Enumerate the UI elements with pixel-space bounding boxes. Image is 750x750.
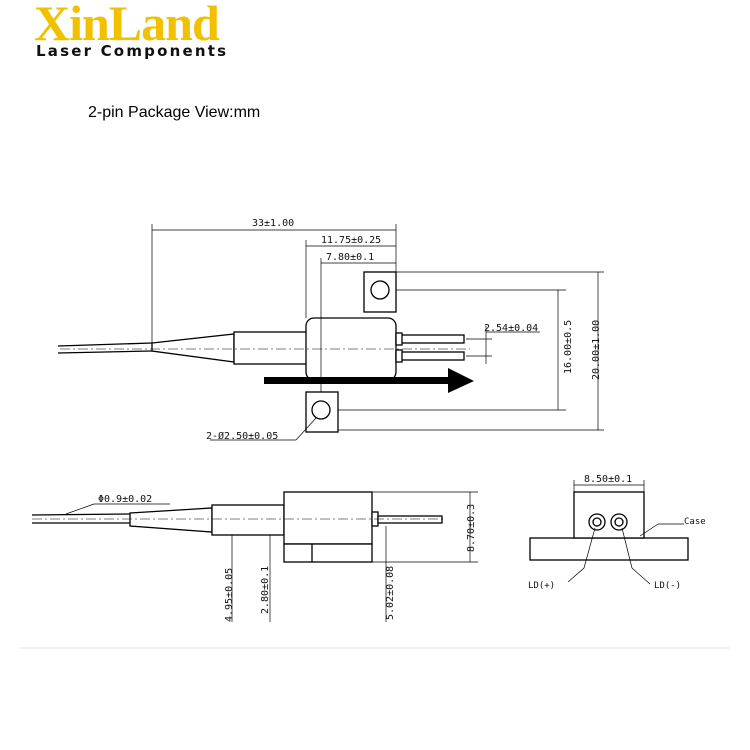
fiber-line-top <box>31 513 131 516</box>
pin-ld-plus-inner <box>592 517 602 527</box>
dim-fiber-diameter: Φ0.9±0.02 <box>98 494 152 505</box>
laser-body <box>283 491 373 545</box>
end-flange <box>529 537 689 561</box>
fiber-line-top <box>57 342 153 347</box>
end-body <box>573 491 645 539</box>
dim-pin-height: 5.02±0.08 <box>385 566 396 620</box>
dim-flange-width: 7.80±0.1 <box>326 252 374 263</box>
pin-ld-minus-inner <box>614 517 624 527</box>
dim-flange-length: 20.00±1.00 <box>591 320 602 380</box>
pin-2-collar <box>395 349 403 363</box>
dim-end-width: 8.50±0.1 <box>584 474 632 485</box>
flange-base <box>283 543 373 563</box>
logo: XinLand Laser Components <box>34 0 274 62</box>
dim-pin-pitch: 2.54±0.04 <box>484 323 538 334</box>
pin-ld-plus <box>588 513 606 531</box>
side-view: Φ0.9±0.02 8.70±0.3 4.95±0.05 2.80±0.1 5.… <box>31 491 478 622</box>
label-ld-plus: LD(+) <box>528 581 555 591</box>
boot-sleeve <box>233 331 309 365</box>
dim-body-offset: 2.80±0.1 <box>260 566 271 614</box>
leader-line <box>621 527 651 585</box>
pin <box>377 515 443 524</box>
leader-line <box>639 523 659 537</box>
flange-bottom <box>305 391 339 433</box>
dim-hole-diameter: 2-Ø2.50±0.05 <box>206 430 278 442</box>
dim-boot-diameter: 4.95±0.05 <box>224 568 235 622</box>
dim-overall-length: 33±1.00 <box>252 218 294 229</box>
fiber-line-bottom <box>57 350 153 354</box>
flange-top <box>363 271 397 313</box>
boot-taper <box>129 507 213 533</box>
mount-hole-top <box>370 280 390 300</box>
page-title: 2-pin Package View:mm <box>88 104 261 121</box>
logo-subtitle: Laser Components <box>36 42 229 60</box>
pin-ld-minus <box>610 513 628 531</box>
boot-taper <box>151 333 235 363</box>
direction-arrow-shaft <box>264 377 452 384</box>
dim-hole-spacing: 16.00±0.5 <box>563 320 574 374</box>
pin-2 <box>395 351 465 361</box>
top-view: 33±1.00 11.75±0.25 7.80±0.1 2.54±0.04 16… <box>57 218 604 442</box>
dim-height-total: 8.70±0.3 <box>466 504 477 552</box>
mount-hole-bottom <box>311 400 331 420</box>
label-case: Case <box>684 517 706 527</box>
boot-sleeve <box>211 504 285 536</box>
leader-line <box>567 527 596 583</box>
leader-line <box>65 503 95 515</box>
pin-1-collar <box>395 332 403 346</box>
end-view: 8.50±0.1 Case LD(+) LD(-) <box>528 474 706 591</box>
dim-body-length: 11.75±0.25 <box>321 235 381 246</box>
label-ld-minus: LD(-) <box>654 581 681 591</box>
logo-wordmark: XinLand <box>34 0 220 51</box>
pin-1 <box>395 334 465 344</box>
leader-line <box>295 417 317 441</box>
direction-arrow-head <box>448 368 474 393</box>
